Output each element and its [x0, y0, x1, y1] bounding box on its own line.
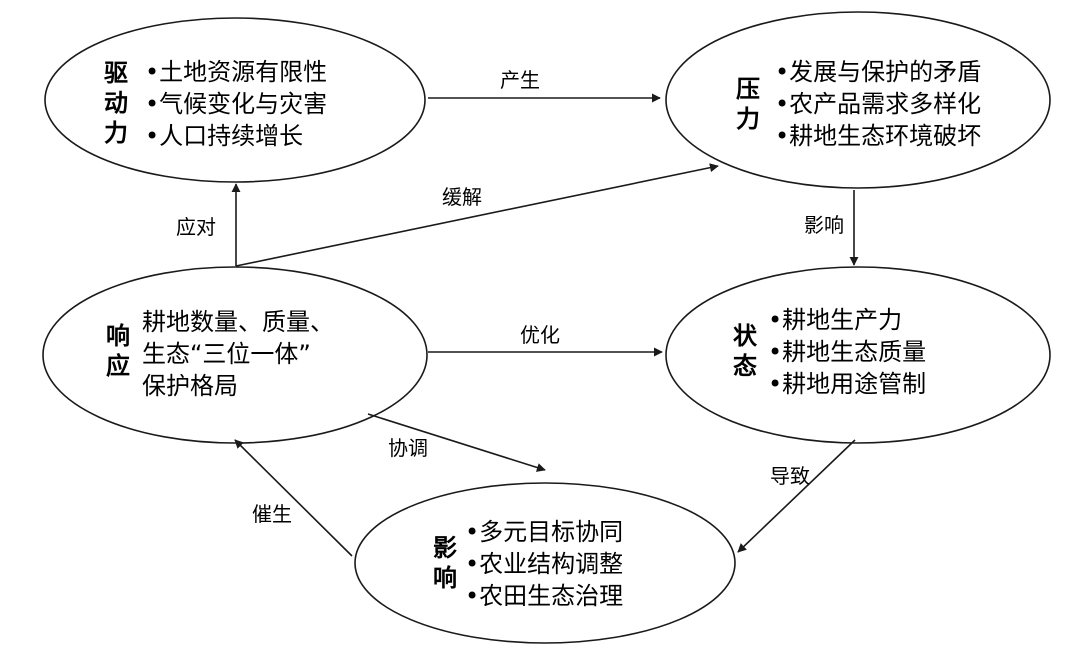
pressure-item-3: •耕地生态环境破坏 — [775, 122, 981, 150]
edge-coordinate — [367, 413, 546, 472]
pressure-node — [665, 11, 1051, 189]
state-item-2: •耕地生态质量 — [768, 338, 926, 366]
pressure-heading-2: 力 — [736, 105, 760, 133]
edge-label-optimize: 优化 — [520, 323, 560, 347]
response-item-3: 保护格局 — [142, 372, 238, 400]
edge-label-cope: 应对 — [176, 215, 216, 239]
state-item-1: •耕地生产力 — [768, 306, 902, 334]
edge-label-produce: 产生 — [500, 68, 540, 92]
edge-lead-to — [737, 439, 856, 553]
edge-catalyze — [234, 439, 353, 557]
impact-heading-1: 影 — [433, 534, 457, 562]
response-heading-1: 响 — [106, 322, 130, 350]
state-item-3: •耕地用途管制 — [768, 370, 926, 398]
driver-heading-2: 动 — [104, 89, 128, 117]
state-heading-2: 态 — [733, 352, 757, 380]
driver-item-2: •气候变化与灾害 — [145, 90, 327, 118]
edge-label-lead-to: 导致 — [770, 464, 810, 488]
driver-item-3: •人口持续增长 — [145, 122, 303, 150]
impact-item-1: •多元目标协同 — [465, 518, 623, 546]
edge-label-mitigate: 缓解 — [442, 185, 482, 209]
response-heading-2: 应 — [106, 352, 130, 380]
impact-node — [354, 482, 736, 644]
pressure-item-2: •农产品需求多样化 — [775, 90, 981, 118]
impact-item-2: •农业结构调整 — [465, 550, 623, 578]
response-item-1: 耕地数量、质量、 — [142, 308, 334, 336]
edge-label-catalyze: 催生 — [252, 502, 292, 526]
state-node — [665, 266, 1051, 444]
edge-mitigate — [235, 163, 719, 267]
edge-label-coordinate: 协调 — [388, 436, 428, 460]
response-item-2: 生态“三位一体” — [142, 340, 311, 368]
driver-heading-3: 力 — [104, 119, 128, 147]
edge-label-affect: 影响 — [804, 213, 844, 237]
pressure-heading-1: 压 — [736, 75, 760, 103]
driver-item-1: •土地资源有限性 — [145, 58, 327, 86]
state-heading-1: 状 — [733, 322, 758, 350]
impact-heading-2: 响 — [433, 564, 457, 592]
driver-node — [44, 17, 426, 183]
impact-item-3: •农田生态治理 — [465, 582, 623, 610]
pressure-item-1: •发展与保护的矛盾 — [775, 58, 981, 86]
driver-heading-1: 驱 — [104, 59, 128, 87]
